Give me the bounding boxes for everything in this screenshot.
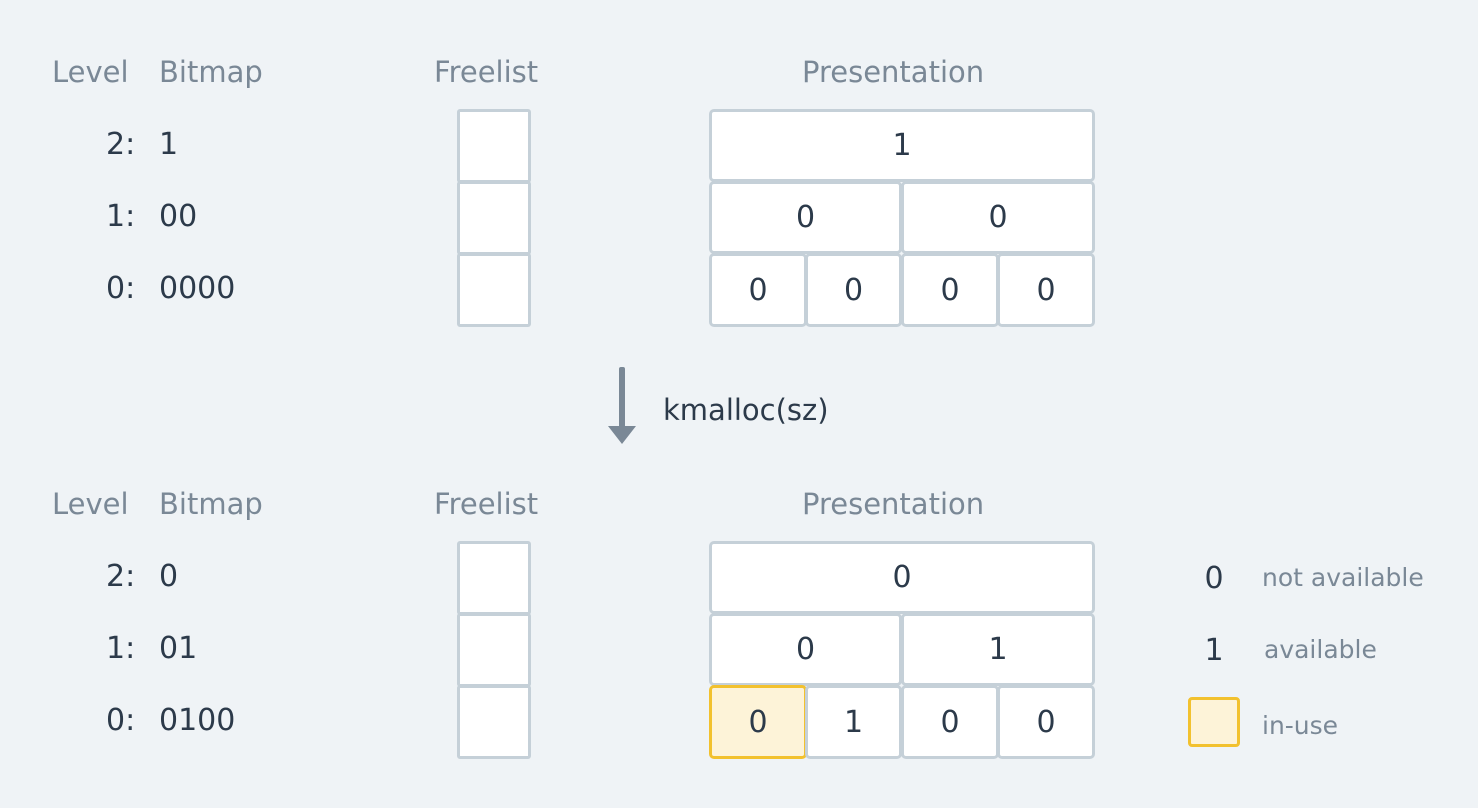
presentation-header: Presentation [802,487,985,521]
legend-label: not available [1262,563,1424,592]
legend-label: available [1264,635,1377,664]
presentation-cell: 0 [805,253,902,327]
presentation-cell: 1 [709,109,1095,182]
operation-label: kmalloc(sz) [663,393,829,427]
down-arrow-icon [619,367,625,429]
freelist-header: Freelist [434,55,539,89]
legend-value: 0 [1204,561,1224,596]
freelist-slot [457,181,531,255]
level-label: 2: [106,559,136,594]
presentation-cell: 0 [709,181,902,254]
in-use-swatch-icon [1188,697,1240,747]
level-header: Level [52,487,129,521]
presentation-cell: 0 [901,685,999,759]
presentation-header: Presentation [802,55,985,89]
freelist-slot [457,109,531,183]
bitmap-value: 1 [159,127,179,162]
level-label: 2: [106,127,136,162]
level-label: 0: [106,703,136,738]
freelist-slot [457,613,531,687]
presentation-cell: 0 [709,613,902,686]
freelist-header: Freelist [434,487,539,521]
presentation-cell: 0 [997,253,1095,327]
level-label: 1: [106,199,136,234]
bitmap-header: Bitmap [159,55,263,89]
presentation-cell: 1 [805,685,902,759]
arrow-head-icon [608,426,636,444]
presentation-cell-in-use: 0 [709,685,807,759]
level-header: Level [52,55,129,89]
bitmap-value: 0100 [159,703,236,738]
presentation-cell: 1 [901,613,1095,686]
freelist-slot [457,685,531,759]
freelist-slot [457,541,531,615]
presentation-cell: 0 [709,541,1095,614]
bitmap-value: 01 [159,631,198,666]
bitmap-value: 00 [159,199,198,234]
level-label: 0: [106,271,136,306]
freelist-slot [457,253,531,327]
presentation-cell: 0 [709,253,807,327]
presentation-cell: 0 [901,181,1095,254]
presentation-cell: 0 [997,685,1095,759]
legend-value: 1 [1204,633,1224,668]
legend-label: in-use [1262,711,1339,740]
level-label: 1: [106,631,136,666]
bitmap-header: Bitmap [159,487,263,521]
bitmap-value: 0000 [159,271,236,306]
presentation-cell: 0 [901,253,999,327]
bitmap-value: 0 [159,559,179,594]
